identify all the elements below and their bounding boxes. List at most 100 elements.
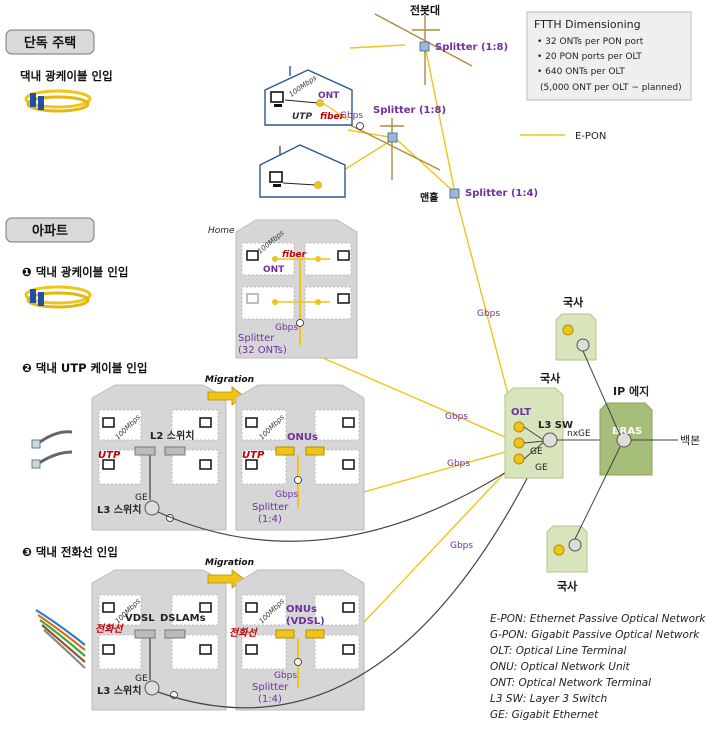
- svg-text:fiber: fiber: [282, 250, 307, 260]
- section-header-single-house: 단독 주택: [5, 29, 95, 55]
- svg-text:L3 SW: Layer 3 Switch: L3 SW: Layer 3 Switch: [490, 693, 607, 705]
- svg-text:ONT: ONT: [263, 265, 285, 275]
- svg-text:VDSL: VDSL: [125, 613, 155, 624]
- svg-text:Splitter: Splitter: [238, 333, 275, 344]
- computer-icon: [102, 417, 212, 470]
- svg-text:(1:4): (1:4): [258, 694, 282, 705]
- splitter-label-3: Splitter (1:4): [465, 188, 538, 199]
- svg-text:FTTH Dimensioning: FTTH Dimensioning: [534, 18, 641, 31]
- svg-text:nxGE: nxGE: [567, 429, 591, 439]
- svg-text:IP 에지: IP 에지: [613, 384, 649, 398]
- svg-text:• 32 ONTs per PON port: • 32 ONTs per PON port: [537, 37, 644, 47]
- svg-text:L3 SW: L3 SW: [538, 420, 573, 431]
- svg-text:(32 ONTs): (32 ONTs): [238, 345, 287, 356]
- svg-text:ONT: Optical Network Terminal: ONT: Optical Network Terminal: [490, 677, 651, 689]
- house-2: [259, 144, 346, 198]
- computer-icon: [245, 602, 355, 655]
- svg-text:BRAS: BRAS: [612, 426, 642, 437]
- svg-text:E-PON: Ethernet Passive Optica: E-PON: Ethernet Passive Optical Network: [490, 613, 706, 625]
- apt-item-1: ❶ 댁내 광케이블 인입: [22, 265, 128, 279]
- svg-text:국사: 국사: [563, 295, 584, 309]
- svg-text:DSLAMs: DSLAMs: [160, 613, 206, 624]
- utility-poles: [347, 13, 473, 180]
- svg-text:UTP: UTP: [98, 450, 121, 461]
- ip-edge-office: IP 에지 BRAS 백본: [599, 384, 700, 476]
- svg-text:Migration: Migration: [205, 558, 254, 568]
- svg-text:Home: Home: [208, 226, 235, 236]
- svg-text:Gbps: Gbps: [340, 111, 363, 121]
- svg-text:(5,000 ONT per OLT ~ planned): (5,000 ONT per OLT ~ planned): [540, 83, 682, 93]
- remote-central-office-bottom: 국사: [546, 446, 621, 593]
- gbps-link-label: Gbps: [447, 459, 470, 469]
- abbreviation-legend: E-PON: Ethernet Passive Optical Network …: [490, 613, 706, 721]
- remote-central-office-top: 국사: [555, 295, 621, 436]
- apartment-1: Home 100Mbps fiber ONT Gbps Splitter (32…: [208, 219, 358, 359]
- computer-icon: [102, 602, 212, 655]
- svg-text:Gbps: Gbps: [275, 490, 298, 500]
- computer-icon: [270, 91, 284, 107]
- pole-label: 전봇대: [410, 3, 440, 17]
- svg-text:OLT: OLT: [511, 407, 531, 418]
- svg-text:OLT: Optical Line Terminal: OLT: Optical Line Terminal: [490, 645, 627, 657]
- gbps-link-label: Gbps: [477, 309, 500, 319]
- svg-text:UTP: UTP: [292, 112, 312, 122]
- computer-icon: [269, 171, 283, 187]
- svg-text:G-PON: Gigabit Passive Optical: G-PON: Gigabit Passive Optical Network: [490, 629, 700, 641]
- svg-text:ONUs: ONUs: [287, 432, 318, 443]
- manhole-label: 맨홀: [420, 191, 438, 204]
- svg-text:Splitter: Splitter: [252, 682, 289, 693]
- svg-text:L3 스위치: L3 스위치: [97, 684, 141, 697]
- svg-text:GE: GE: [135, 493, 148, 503]
- svg-text:국사: 국사: [540, 371, 561, 385]
- computer-icon: [245, 417, 355, 470]
- central-office: 국사 OLT L3 SW GE GE nxGE: [504, 371, 600, 479]
- svg-text:GE: Gigabit Ethernet: GE: Gigabit Ethernet: [490, 709, 599, 721]
- apartment-3-after: 100Mbps ONUs (VDSL) 전화선 Gbps Splitter (1…: [229, 569, 365, 711]
- ftth-dimensioning-box: FTTH Dimensioning • 32 ONTs per PON port…: [526, 11, 692, 101]
- svg-text:Migration: Migration: [205, 375, 254, 385]
- computer-icon: [246, 250, 350, 304]
- house-1: 100Mbps ONT UTP fiber Gbps: [264, 66, 364, 130]
- svg-text:(VDSL): (VDSL): [286, 616, 325, 627]
- section-header-apartment: 아파트: [5, 217, 95, 243]
- splitter-label-2: Splitter (1:8): [373, 105, 446, 116]
- apt-item-2: ❷ 댁내 UTP 케이블 인입: [22, 361, 147, 375]
- ge-uplinks: [157, 459, 536, 709]
- single-house-label: 댁내 광케이블 인입: [20, 69, 113, 83]
- gbps-link-label: Gbps: [450, 541, 473, 551]
- svg-text:국사: 국사: [557, 579, 578, 593]
- svg-text:GE: GE: [535, 463, 548, 473]
- apt-item-3: ❸ 댁내 전화선 인입: [22, 545, 118, 559]
- gbps-link-label: Gbps: [445, 412, 468, 422]
- svg-text:ONUs: ONUs: [286, 604, 317, 615]
- svg-text:• 640 ONTs per OLT: • 640 ONTs per OLT: [537, 67, 625, 77]
- svg-text:ONT: ONT: [318, 91, 340, 101]
- epon-label: E-PON: [575, 131, 606, 142]
- phone-wire-icon: [35, 609, 86, 669]
- svg-text:전화선: 전화선: [95, 623, 124, 635]
- svg-text:GE: GE: [530, 447, 543, 457]
- fiber-cable-icon: [24, 285, 92, 309]
- svg-text:Gbps: Gbps: [274, 671, 297, 681]
- svg-text:fiber: fiber: [320, 112, 345, 122]
- utp-cable-icon: [31, 430, 73, 469]
- fiber-cable-icon: [24, 89, 92, 113]
- svg-text:L2 스위치: L2 스위치: [150, 429, 194, 442]
- svg-text:Splitter: Splitter: [252, 502, 289, 513]
- apartment-3-before: 100Mbps VDSL DSLAMs 전화선 GE L3 스위치: [91, 569, 227, 711]
- svg-text:L3 스위치: L3 스위치: [97, 503, 141, 516]
- apartment-2-after: 100Mbps ONUs UTP Gbps Splitter (1:4): [235, 384, 365, 531]
- svg-text:ONU: Optical Network Unit: ONU: Optical Network Unit: [490, 661, 631, 673]
- svg-text:전화선: 전화선: [229, 627, 258, 639]
- svg-text:백본: 백본: [680, 434, 700, 447]
- splitter-label-1: Splitter (1:8): [435, 42, 508, 53]
- svg-text:• 20 PON ports per OLT: • 20 PON ports per OLT: [537, 52, 642, 62]
- apartment-2-before: 100Mbps L2 스위치 UTP GE L3 스위치: [91, 384, 227, 531]
- svg-text:(1:4): (1:4): [258, 514, 282, 525]
- svg-text:Gbps: Gbps: [275, 323, 298, 333]
- svg-text:UTP: UTP: [242, 450, 265, 461]
- svg-text:아파트: 아파트: [32, 223, 68, 239]
- svg-text:단독 주택: 단독 주택: [24, 35, 76, 51]
- svg-text:GE: GE: [135, 674, 148, 684]
